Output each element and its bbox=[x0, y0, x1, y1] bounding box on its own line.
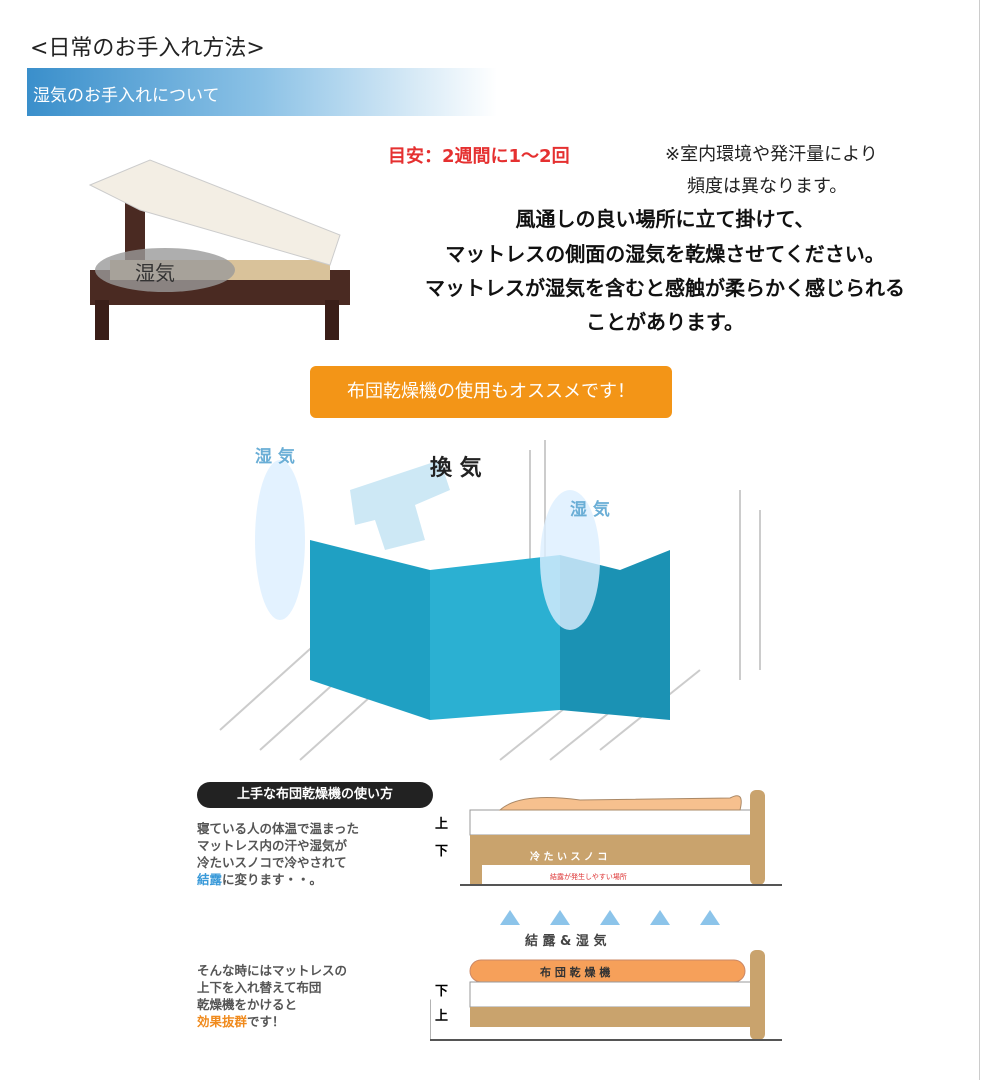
svg-text:下: 下 bbox=[435, 844, 448, 859]
instruction-line-3: マットレスが湿気を含むと感触が柔らかく感じられる bbox=[425, 276, 905, 300]
bed-illustration: 湿気 bbox=[88, 159, 350, 340]
svg-text:結 露 & 湿 気: 結 露 & 湿 気 bbox=[525, 933, 606, 949]
recommend-banner: 布団乾燥機の使用もオススメです！ bbox=[310, 366, 672, 418]
bed-moisture-label: 湿気 bbox=[135, 261, 175, 285]
instruction-line-1: 風通しの良い場所に立て掛けて、 bbox=[515, 207, 815, 231]
svg-text:上: 上 bbox=[435, 817, 448, 832]
svg-text:下: 下 bbox=[435, 984, 448, 999]
instruction-line-2: マットレスの側面の湿気を乾燥させてください。 bbox=[445, 242, 885, 266]
moisture-left-label: 湿 気 bbox=[255, 446, 295, 467]
howto-text-2: そんな時にはマットレスの上下を入れ替えて布団乾燥機をかけると 効果抜群です！ bbox=[197, 963, 348, 1029]
ventilation-illustration: 湿 気 換 気 湿 気 bbox=[219, 440, 761, 761]
dryer-diagram: 上 下 冷 た い ス ノ コ 結露が発生しやすい場所 結 露 & 湿 気 布 … bbox=[430, 790, 782, 1041]
page-heading: <日常のお手入れ方法> bbox=[30, 36, 265, 61]
svg-text:結露が発生しやすい場所: 結露が発生しやすい場所 bbox=[550, 872, 627, 881]
svg-text:冷 た い ス ノ コ: 冷 た い ス ノ コ bbox=[530, 850, 607, 863]
instruction-line-4: ことがあります。 bbox=[586, 310, 744, 334]
svg-text:上: 上 bbox=[435, 1009, 448, 1024]
svg-text:布 団 乾 燥 機: 布 団 乾 燥 機 bbox=[540, 965, 610, 979]
section-title: 湿気のお手入れについて bbox=[33, 86, 220, 106]
section-title-band: 湿気のお手入れについて bbox=[27, 68, 497, 116]
note-line-1: ※室内環境や発汗量により bbox=[665, 144, 878, 165]
howto-title: 上手な布団乾燥機の使い方 bbox=[197, 782, 433, 808]
ventilation-label: 換 気 bbox=[430, 455, 482, 481]
frequency-guide: 目安：2週間に1〜2回 bbox=[388, 146, 570, 167]
scrollbar-edge bbox=[979, 0, 980, 1080]
moisture-right-label: 湿 気 bbox=[570, 499, 610, 520]
note-line-2: 頻度は異なります。 bbox=[687, 176, 848, 197]
howto-text-1: 寝ている人の体温で温まったマットレス内の汗や湿気が冷たいスノコで冷やされて 結露… bbox=[197, 821, 360, 887]
